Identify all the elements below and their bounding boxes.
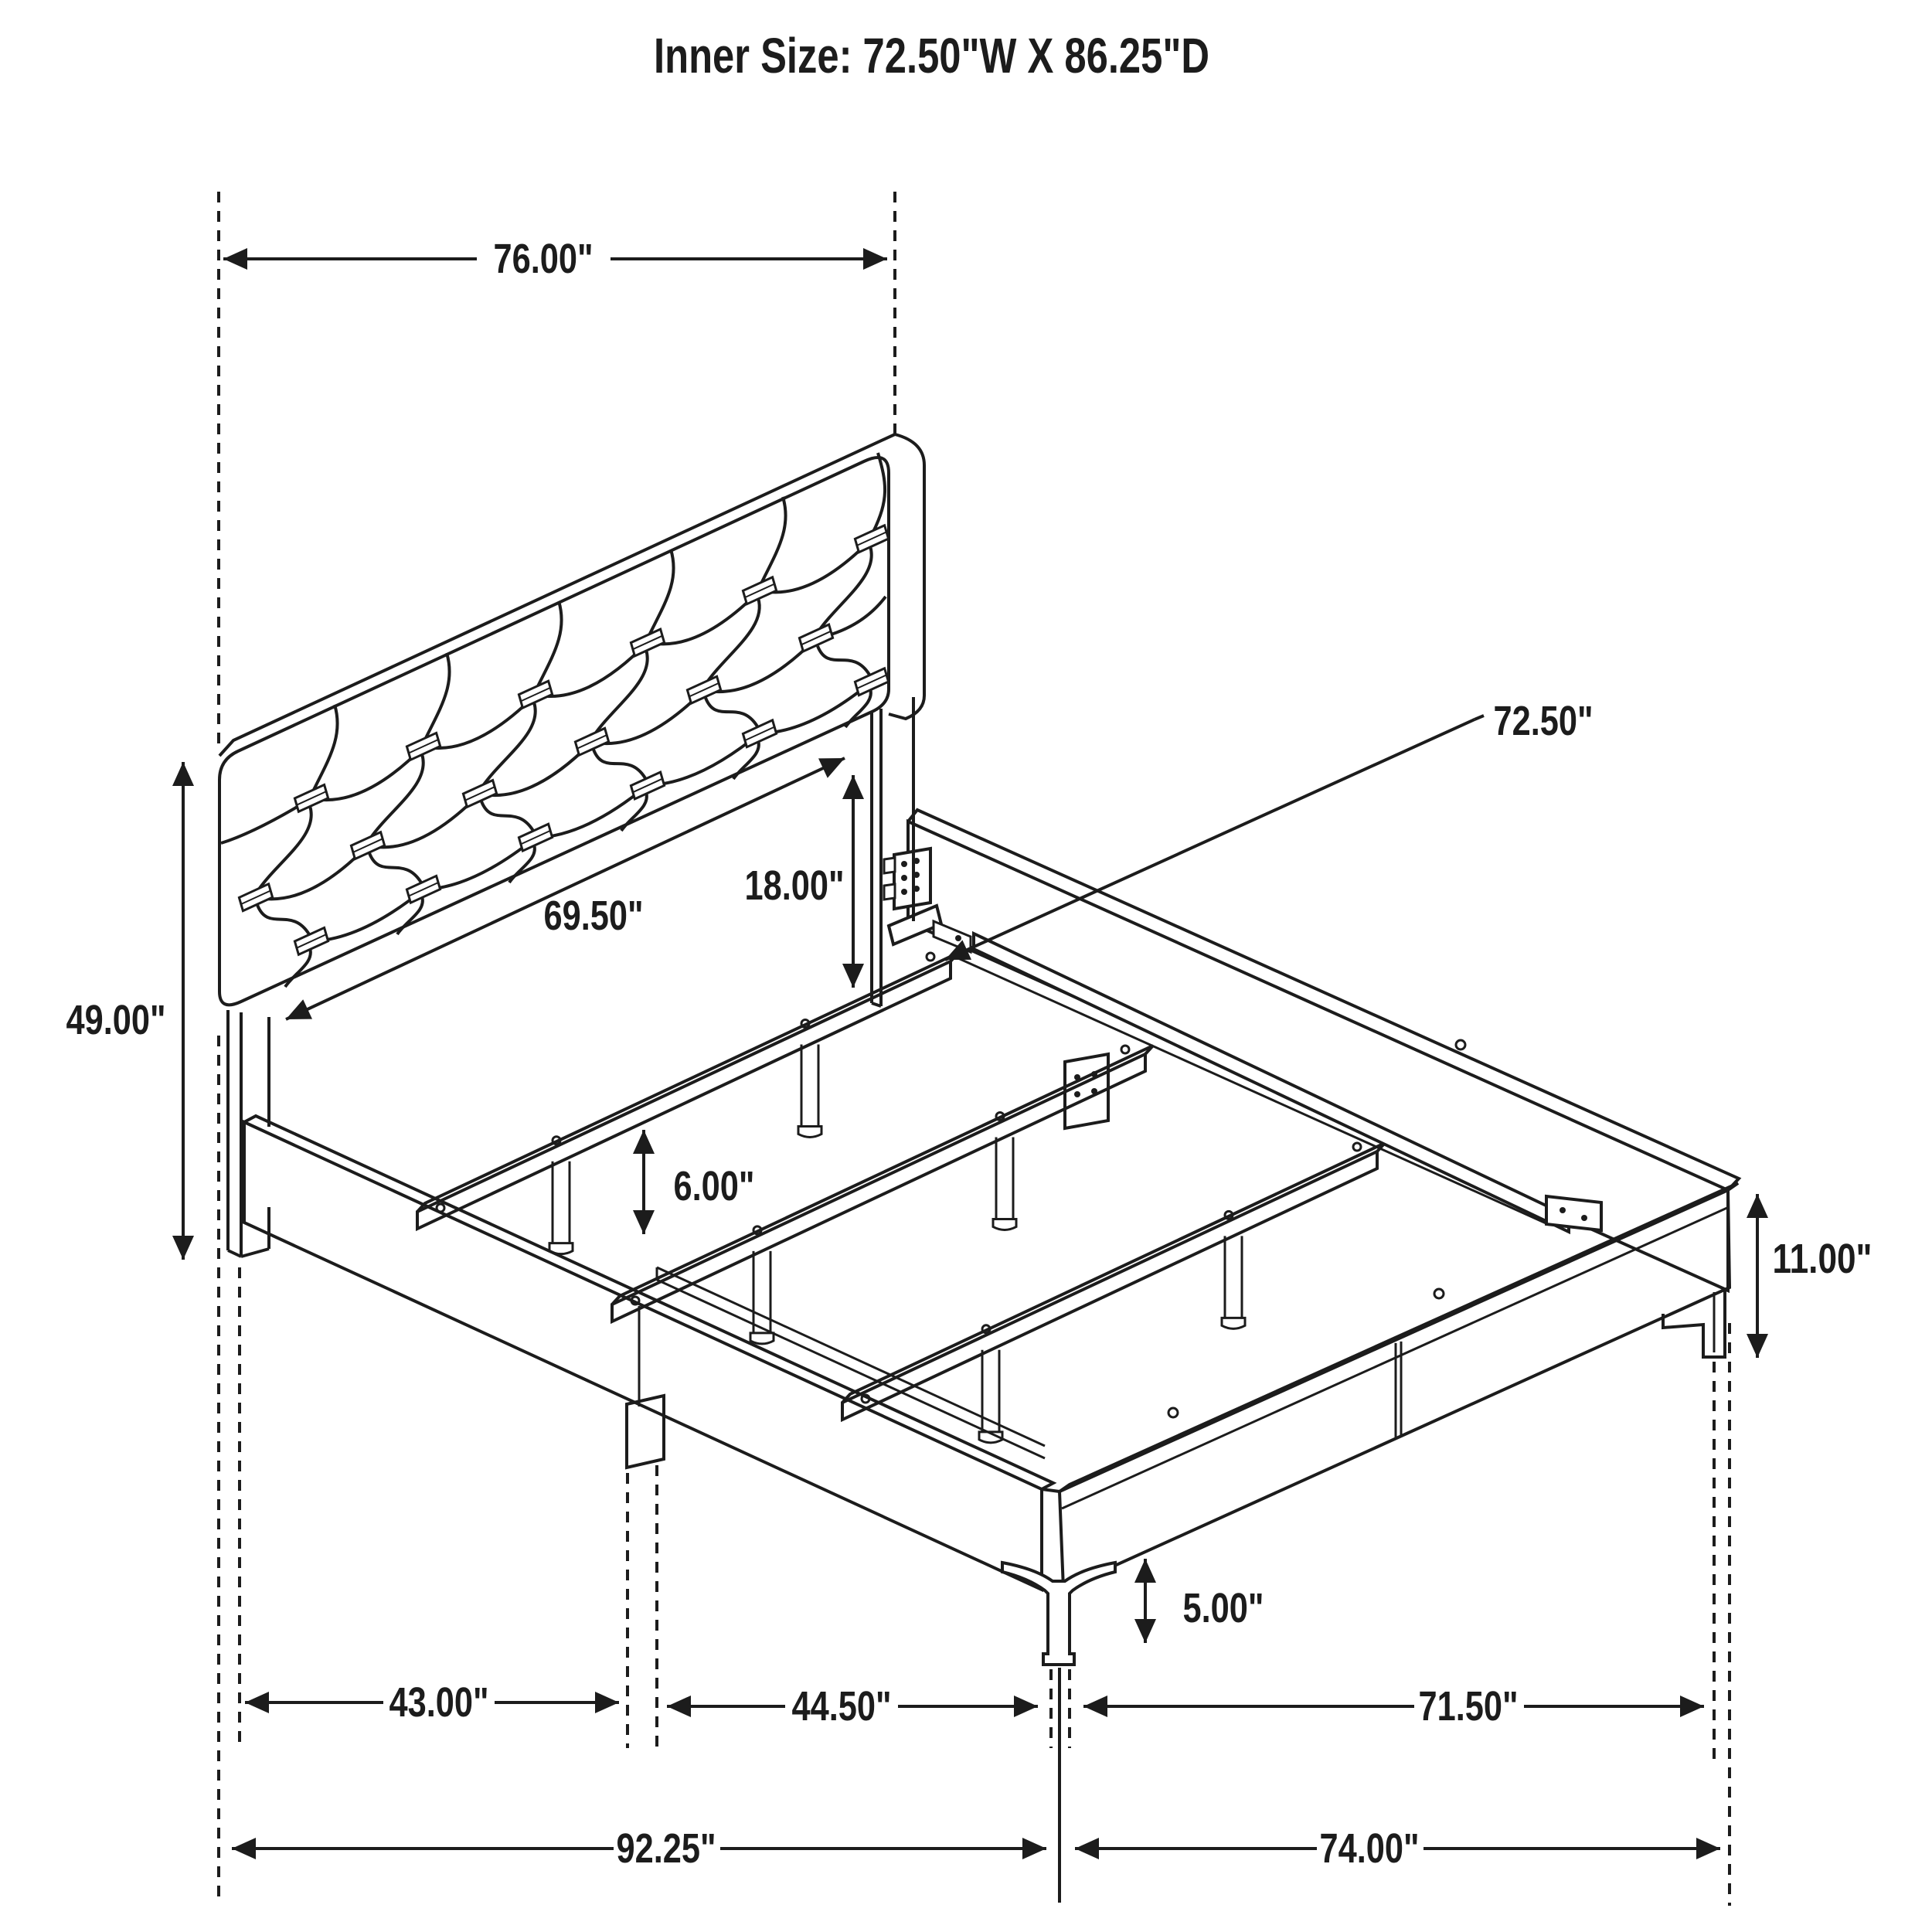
svg-text:6.00": 6.00" xyxy=(674,1163,755,1209)
svg-text:74.00": 74.00" xyxy=(1320,1825,1420,1872)
svg-text:76.00": 76.00" xyxy=(494,236,594,282)
svg-text:Inner Size: 72.50"W X 86.25"D: Inner Size: 72.50"W X 86.25"D xyxy=(654,28,1209,83)
svg-text:92.25": 92.25" xyxy=(617,1825,716,1872)
svg-text:69.50": 69.50" xyxy=(544,893,644,939)
svg-text:18.00": 18.00" xyxy=(745,862,845,909)
svg-text:49.00": 49.00" xyxy=(66,997,166,1043)
svg-text:44.50": 44.50" xyxy=(792,1683,892,1730)
svg-text:72.50": 72.50" xyxy=(1494,698,1594,744)
svg-text:5.00": 5.00" xyxy=(1183,1585,1264,1631)
svg-text:11.00": 11.00" xyxy=(1773,1236,1872,1282)
svg-text:71.50": 71.50" xyxy=(1419,1683,1519,1730)
svg-text:43.00": 43.00" xyxy=(389,1679,489,1726)
